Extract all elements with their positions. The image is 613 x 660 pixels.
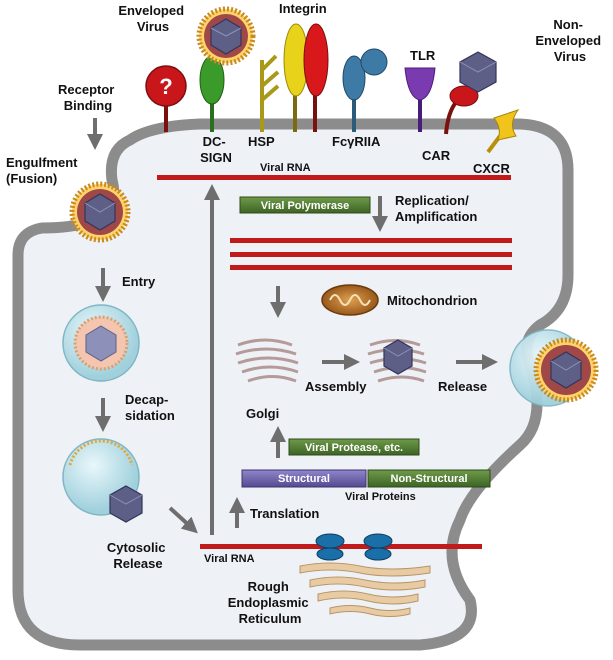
viral-protease-box: Viral Protease, etc. — [288, 438, 420, 456]
viral-rna-top-strand — [157, 175, 511, 180]
non-structural-protein-box: Non-Structural — [367, 469, 491, 488]
non-enveloped-virus-label: Non- Enveloped Virus — [535, 17, 604, 64]
endosome-vesicle — [62, 304, 140, 382]
tlr-label: TLR — [410, 48, 436, 63]
decapsidation-label: Decap- sidation — [125, 392, 175, 423]
amplified-rna-strand-2 — [230, 252, 512, 257]
fcgriia-label: FcγRIIA — [332, 134, 381, 149]
receptor-binding-line2: Binding — [64, 98, 112, 113]
cytosolic-release-label: Cytosolic Release — [107, 540, 169, 571]
integrin-receptor — [283, 23, 329, 132]
rough-er-label-line2: Endoplasmic — [228, 595, 309, 610]
receptor-binding-line1: Receptor — [58, 82, 114, 97]
unknown-receptor-question-mark: ? — [159, 74, 172, 99]
viral-rna-bottom-strand — [200, 544, 482, 549]
non-enveloped-line3: Virus — [554, 49, 586, 64]
rough-er — [299, 562, 431, 617]
entry-label: Entry — [122, 274, 156, 289]
dc-sign-label: DC- SIGN — [200, 134, 232, 165]
mitochondrion-label: Mitochondrion — [387, 293, 477, 308]
golgi-label: Golgi — [246, 406, 279, 421]
rough-er-label-line1: Rough — [248, 579, 289, 594]
cxcr-receptor — [486, 109, 520, 154]
ribosome-icons — [315, 533, 393, 561]
rough-er-label-line3: Reticulum — [239, 611, 302, 626]
tlr-receptor — [404, 67, 436, 132]
replication-label-line1: Replication/ — [395, 193, 469, 208]
cxcr-label: CXCR — [473, 161, 510, 176]
car-label: CAR — [422, 148, 451, 163]
hsp-label: HSP — [248, 134, 275, 149]
assembling-virus-icon — [383, 339, 413, 375]
engulfment-label: Engulfment (Fusion) — [6, 155, 81, 186]
cytosolic-release-arrow — [168, 506, 198, 534]
enveloped-virus-label: Enveloped Virus — [118, 3, 187, 34]
unknown-receptor — [145, 65, 187, 132]
viral-rna-bottom-label: Viral RNA — [204, 553, 255, 565]
enveloped-virus-line2: Virus — [137, 19, 169, 34]
release-label: Release — [438, 379, 487, 394]
translation-label: Translation — [250, 506, 319, 521]
engulfment-line2: (Fusion) — [6, 171, 57, 186]
viral-proteins-label: Viral Proteins — [345, 491, 416, 503]
uncoating-vesicle — [62, 438, 143, 523]
car-receptor — [444, 85, 479, 135]
integrin-label: Integrin — [279, 1, 327, 16]
cytosolic-release-line2: Release — [113, 556, 162, 571]
dc-sign-line1: DC- — [203, 134, 226, 149]
decapsidation-line1: Decap- — [125, 392, 168, 407]
mitochondrion — [321, 284, 379, 316]
amplified-rna-strand-3 — [230, 265, 512, 270]
dc-sign-receptor — [199, 55, 225, 132]
receptor-binding-label: Receptor Binding — [58, 82, 118, 113]
structural-protein-box: Structural — [241, 469, 367, 488]
non-enveloped-virus-icon — [459, 51, 497, 93]
cytosolic-release-line1: Cytosolic — [107, 540, 166, 555]
viral-rna-top-label: Viral RNA — [260, 162, 311, 174]
engulfing-virus-icon — [69, 181, 131, 243]
viral-polymerase-box: Viral Polymerase — [239, 196, 371, 214]
structural-label: Structural — [278, 473, 330, 485]
rough-er-label: Rough Endoplasmic Reticulum — [228, 579, 313, 626]
decapsidation-line2: sidation — [125, 408, 175, 423]
golgi-apparatus — [235, 338, 299, 383]
replication-label-line2: Amplification — [395, 209, 477, 224]
replication-label: Replication/ Amplification — [395, 193, 477, 224]
hsp-receptor — [260, 54, 280, 132]
fcgriia-receptor — [342, 48, 388, 132]
engulfment-line1: Engulfment — [6, 155, 78, 170]
amplified-rna-strand-1 — [230, 238, 512, 243]
assembly-label: Assembly — [305, 379, 367, 394]
enveloped-virus-icon — [196, 6, 256, 66]
released-virus-vesicle — [509, 329, 599, 407]
enveloped-virus-line1: Enveloped — [118, 3, 184, 18]
non-enveloped-line1: Non- — [553, 17, 583, 32]
viral-protease-label: Viral Protease, etc. — [305, 442, 403, 454]
non-enveloped-line2: Enveloped — [535, 33, 601, 48]
viral-polymerase-label: Viral Polymerase — [261, 200, 349, 212]
dc-sign-line2: SIGN — [200, 150, 232, 165]
non-structural-label: Non-Structural — [391, 473, 468, 485]
